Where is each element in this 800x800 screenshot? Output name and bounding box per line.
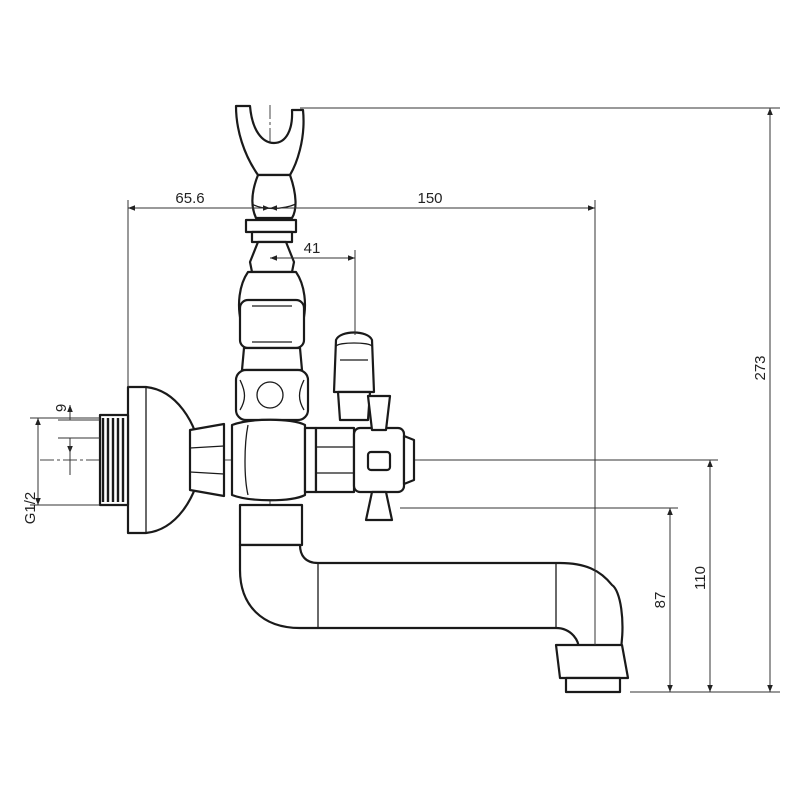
dim-label-spout-bottom-height: 87 [652,592,669,609]
dim-label-spout-reach: 150 [417,190,442,207]
dim-thread [30,405,100,506]
bath-spout [238,503,630,694]
dim-label-thread-spec: G1/2 [22,492,39,525]
shower-holder-fork [234,104,305,244]
dim-label-offset-left: 65.6 [175,190,204,207]
left-hex-nut [188,422,226,498]
diverter-knob [332,331,376,422]
dim-label-spout-center-height: 110 [692,566,709,590]
dim-label-overall-height: 273 [752,355,769,380]
dim-label-thread-height: 9 [53,404,70,412]
thread-connector [98,413,130,507]
dim-overall-height [300,107,780,693]
cross-handle [352,394,416,522]
valve-body [230,418,356,502]
vertical-column [234,240,310,422]
dim-spout-heights [400,459,718,692]
dim-horizontal [127,200,596,645]
dim-label-handle-offset: 41 [304,240,321,257]
